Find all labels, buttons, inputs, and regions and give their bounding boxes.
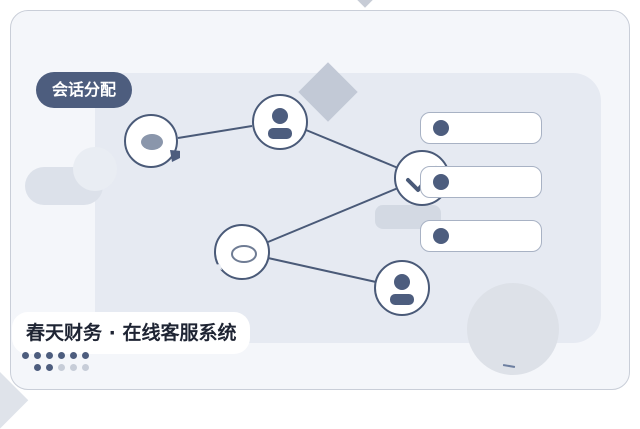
edge-chat-b-to-hub <box>267 187 399 243</box>
system-title: 春天财务 · 在线客服系统 <box>12 312 251 354</box>
queue-list-item <box>420 166 542 198</box>
status-dot <box>433 228 449 244</box>
connection-lines <box>177 125 399 283</box>
agent-node-2 <box>374 260 430 316</box>
chat-bubble-node-b <box>214 224 270 280</box>
queue-list-item <box>420 112 542 144</box>
chat-bubble-icon <box>141 134 180 162</box>
decorative-pill-small <box>73 147 117 191</box>
session-assignment-tag: 会话分配 <box>36 72 133 108</box>
decorative-circle <box>467 283 559 375</box>
user-icon <box>390 274 414 305</box>
edge-chat-b-to-agent-2 <box>267 257 377 283</box>
user-icon <box>268 108 292 139</box>
status-dot <box>433 120 449 136</box>
queue-list-item <box>420 220 542 252</box>
edge-chat-a-to-agent-1 <box>177 125 253 139</box>
edge-agent-1-to-hub <box>305 129 399 169</box>
chat-bubble-icon <box>216 245 257 270</box>
agent-node-1 <box>252 94 308 150</box>
chat-bubble-node-a <box>124 114 180 168</box>
status-dot <box>433 174 449 190</box>
